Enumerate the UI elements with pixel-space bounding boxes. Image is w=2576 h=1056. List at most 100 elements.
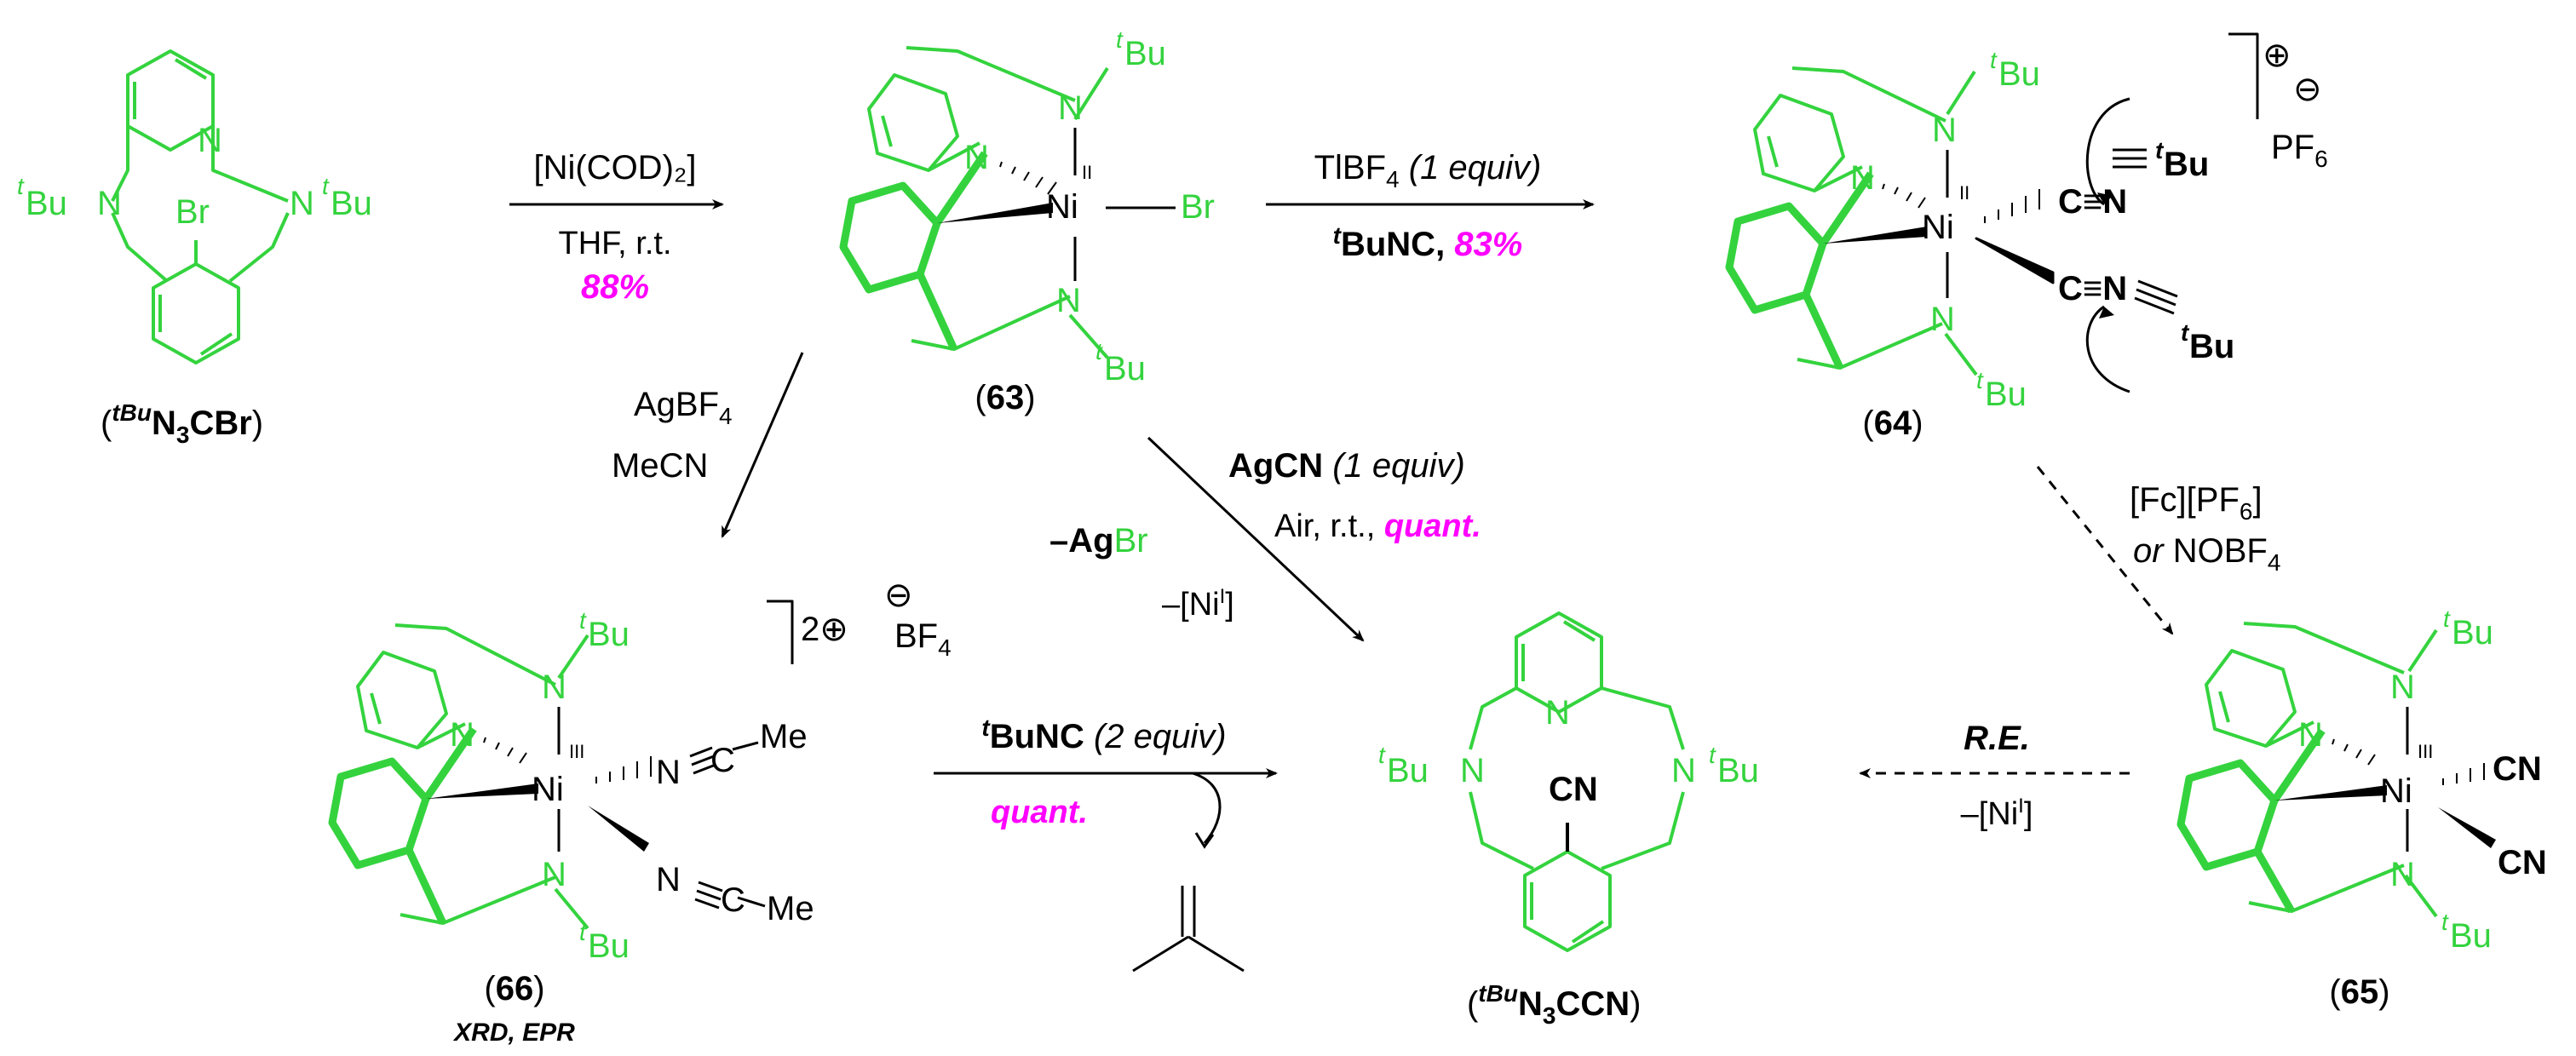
complex-64-structure: [1725, 32, 2259, 393]
svg-text:CN: CN: [2498, 844, 2547, 881]
svg-text:t: t: [322, 173, 330, 199]
complex-65-atoms: N N N Ni III CN CN t Bu t Bu: [2298, 605, 2547, 955]
arrow-3: [721, 352, 804, 538]
counterion-66: 2⊕ ⊖ BF4: [801, 577, 952, 661]
r3-reagent: AgBF4: [634, 386, 733, 429]
svg-text:N: N: [97, 185, 122, 222]
svg-text:N: N: [542, 856, 566, 893]
complex-66-label: (66): [484, 970, 544, 1007]
svg-text:N: N: [198, 122, 222, 159]
svg-text:N: N: [964, 139, 989, 176]
r5-oxidant-2: or NOBF4: [2133, 532, 2280, 576]
svg-text:⊖: ⊖: [884, 577, 913, 614]
svg-text:⊕: ⊕: [2263, 37, 2291, 74]
svg-text:t: t: [579, 607, 587, 634]
r7-yield: quant.: [991, 795, 1088, 830]
r6-label: R.E.: [1964, 720, 2030, 757]
svg-text:N: N: [450, 716, 474, 754]
svg-text:t: t: [2441, 909, 2449, 935]
svg-text:N: N: [1930, 301, 1955, 338]
svg-text:C: C: [710, 742, 735, 779]
svg-text:Bu: Bu: [588, 927, 630, 965]
complex-64-label: (64): [1862, 405, 1923, 442]
svg-text:⊖: ⊖: [2293, 71, 2322, 108]
svg-text:III: III: [569, 741, 584, 762]
svg-text:Bu: Bu: [1387, 752, 1429, 789]
svg-text:N: N: [1850, 159, 1875, 197]
counterion-64: ⊕ ⊖ PF6: [2263, 37, 2328, 172]
product-compound-label: (tBuN3CCN): [1467, 980, 1641, 1029]
svg-text:Me: Me: [767, 890, 814, 927]
svg-text:Bu: Bu: [2452, 614, 2493, 651]
svg-text:Bu: Bu: [2450, 917, 2492, 955]
svg-text:t: t: [1095, 338, 1103, 364]
r4-conditions: Air, r.t., quant.: [1274, 508, 1481, 544]
svg-text:N: N: [290, 185, 314, 222]
svg-text:PF6: PF6: [2271, 129, 2328, 172]
complex-65-label: (65): [2329, 973, 2389, 1011]
svg-text:N: N: [656, 861, 681, 898]
complex-66-note: XRD, EPR: [452, 1019, 575, 1047]
complex-65-structure: [2176, 622, 2496, 918]
svg-text:t: t: [1378, 742, 1386, 768]
start-atom-labels: N N N Br t Bu t Bu: [17, 122, 372, 231]
svg-text:t: t: [1990, 47, 1998, 73]
svg-text:N: N: [1671, 752, 1696, 789]
svg-text:Bu: Bu: [1985, 376, 2027, 413]
svg-text:C≡N: C≡N: [2058, 183, 2127, 221]
svg-text:C≡N: C≡N: [2058, 270, 2127, 307]
svg-text:Bu: Bu: [588, 616, 630, 653]
svg-text:t: t: [1709, 742, 1716, 768]
complex-63-structure: [839, 46, 1176, 359]
r1-reagent: [Ni(COD)₂]: [533, 149, 696, 187]
start-compound-label: (tBuN3CBr): [101, 399, 263, 448]
svg-text:N: N: [656, 754, 681, 791]
svg-text:CN: CN: [1549, 771, 1598, 808]
svg-text:N: N: [1056, 282, 1081, 319]
r7-reagent: tBuNC (2 equiv): [981, 715, 1226, 755]
svg-text:II: II: [1082, 162, 1092, 183]
r5-oxidant-1: [Fc][PF6]: [2130, 481, 2263, 525]
svg-text:N: N: [2298, 716, 2323, 754]
svg-text:N: N: [1058, 89, 1083, 127]
r1-conditions: THF, r.t.: [559, 226, 672, 261]
svg-text:C: C: [721, 881, 745, 919]
complex-64-atoms: N N N Ni II C≡N t Bu C≡N t Bu t Bu t Bu: [1850, 47, 2234, 413]
svg-text:Bu: Bu: [331, 185, 372, 222]
svg-text:BF4: BF4: [894, 617, 952, 661]
svg-text:t: t: [1976, 367, 1984, 393]
svg-text:CN: CN: [2493, 750, 2542, 788]
svg-text:Ni: Ni: [1046, 188, 1078, 226]
svg-text:Br: Br: [1181, 188, 1215, 226]
r6-byproduct: –[NiI]: [1961, 795, 2033, 832]
svg-text:Bu: Bu: [1124, 35, 1166, 72]
svg-text:Bu: Bu: [26, 185, 67, 222]
svg-text:t: t: [17, 173, 25, 199]
svg-text:II: II: [1959, 182, 1969, 204]
arrow-5: [2036, 466, 2174, 635]
svg-text:2⊕: 2⊕: [801, 611, 848, 648]
svg-text:Me: Me: [760, 718, 808, 755]
svg-text:Bu: Bu: [1998, 55, 2040, 93]
r1-yield: 88%: [581, 268, 649, 306]
r4-reagent: AgCN (1 equiv): [1228, 447, 1465, 485]
r4-byproduct-ni: –[NiI]: [1162, 585, 1234, 623]
r2-conditions: tBuNC, 83%: [1333, 222, 1523, 263]
svg-text:N: N: [1545, 694, 1570, 732]
svg-text:N: N: [2390, 669, 2415, 706]
product-ligand-structure: [1469, 611, 1685, 952]
svg-text:N: N: [1460, 752, 1485, 789]
svg-text:Ni: Ni: [2380, 772, 2412, 810]
svg-text:III: III: [2418, 741, 2433, 762]
svg-text:Ni: Ni: [532, 771, 564, 808]
svg-text:t: t: [1116, 26, 1124, 53]
complex-66-structure: [328, 600, 794, 930]
complex-63-label: (63): [975, 379, 1035, 416]
svg-text:N: N: [2390, 856, 2415, 893]
start-ligand-structure: [111, 49, 290, 364]
svg-text:Bu: Bu: [1104, 350, 1146, 387]
svg-text:Bu: Bu: [2164, 146, 2209, 183]
product-atom-labels: N N N CN t Bu t Bu: [1378, 694, 1759, 808]
svg-text:Bu: Bu: [2189, 328, 2234, 365]
